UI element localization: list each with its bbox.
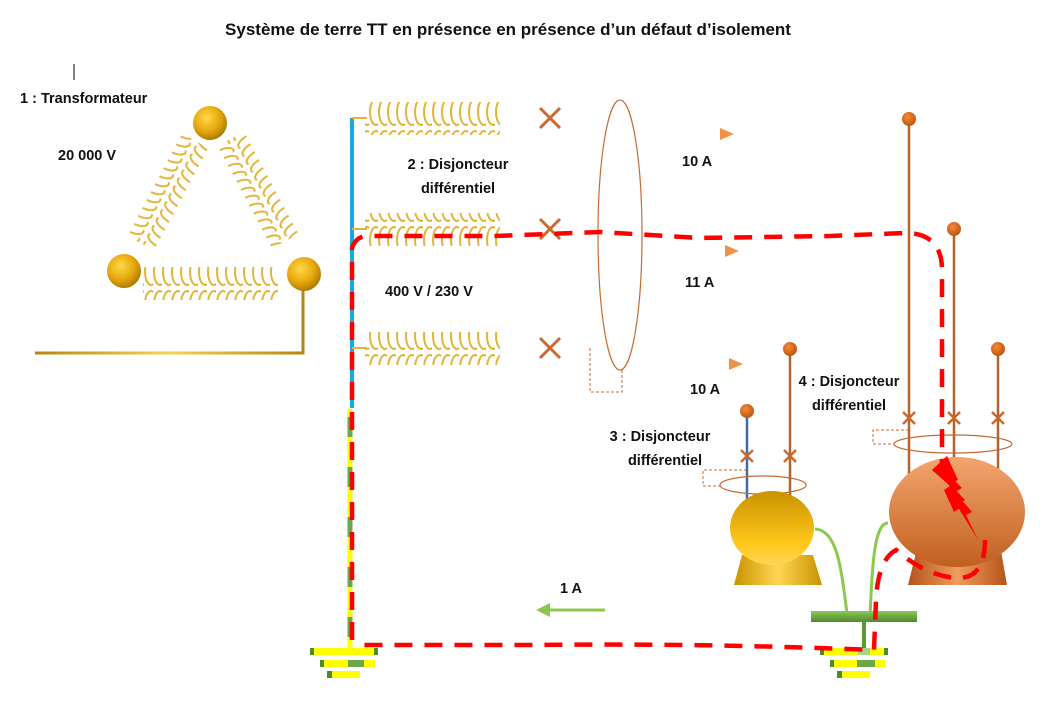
node-right — [287, 257, 321, 291]
rcd4-contacts — [902, 411, 1005, 425]
pe-wire-load-2 — [868, 521, 889, 621]
current-arrow-phase-2 — [667, 245, 739, 257]
earth-electrode-source — [310, 648, 378, 678]
coil-phase-3 — [365, 332, 500, 365]
coil-bottom — [143, 267, 278, 300]
contact-x-icon — [902, 411, 916, 425]
node-top — [193, 106, 227, 140]
earth-current-arrow — [536, 603, 605, 617]
rcd2-toroid — [597, 99, 643, 371]
insulation-fault-lightning-icon — [933, 458, 978, 540]
rcd3-label-line2: différentiel — [628, 453, 702, 469]
current-arrow-phase-3 — [671, 358, 743, 370]
hv-line-3 — [35, 275, 305, 355]
rcd3-contacts — [740, 449, 797, 463]
secondary-coils — [352, 102, 500, 365]
junction-node — [991, 342, 1005, 356]
rcd2-trip-link — [589, 348, 623, 393]
junction-node — [947, 222, 961, 236]
junction-node — [783, 342, 797, 356]
coil-right — [217, 131, 299, 249]
node-left — [107, 254, 141, 288]
contact-x-icon — [783, 449, 797, 463]
rcd2-label-line1: 2 : Disjoncteur — [408, 157, 509, 173]
hv-voltage-label: 20 000 V — [58, 148, 116, 164]
fault-current-path — [349, 229, 945, 640]
contact-x-icon — [947, 411, 961, 425]
current-phase-2: 11 A — [685, 275, 715, 291]
rcd4-label-line1: 4 : Disjoncteur — [799, 374, 900, 390]
rcd3-trip-link — [702, 469, 747, 487]
rcd3-label-line1: 3 : Disjoncteur — [610, 429, 711, 445]
contact-x-icon — [740, 449, 754, 463]
transformer-label: 1 : Transformateur — [20, 91, 148, 107]
contact-x-icon — [538, 336, 562, 360]
coil-phase-2 — [365, 213, 500, 246]
coil-phase-1 — [365, 102, 500, 135]
junction-node — [740, 404, 754, 418]
current-phase-3: 10 A — [690, 382, 721, 398]
lv-voltage-label: 400 V / 230 V — [385, 284, 473, 300]
coil-left — [127, 133, 209, 251]
earth-electrode-installation — [820, 648, 888, 678]
diagram-title: Système de terre TT en présence en prése… — [225, 20, 791, 39]
contact-x-icon — [991, 411, 1005, 425]
rcd4-label-line2: différentiel — [812, 398, 886, 414]
load2-taps — [907, 118, 1000, 488]
load-2-motor — [889, 457, 1025, 585]
current-earth-return: 1 A — [560, 581, 583, 597]
rcd4-trip-link — [872, 429, 909, 445]
current-phase-1: 10 A — [682, 154, 713, 170]
rcd3-toroid — [719, 475, 807, 495]
rcd2-label-line2: différentiel — [421, 181, 495, 197]
junction-node — [902, 112, 916, 126]
pe-wire-load-1 — [814, 527, 850, 621]
pe-bus-bar — [811, 611, 917, 622]
contact-x-icon — [538, 106, 562, 130]
load-1-motor — [730, 491, 822, 585]
fault-current-return-path — [360, 539, 988, 653]
hv-transformer — [30, 106, 321, 355]
current-arrow-phase-1 — [662, 128, 734, 140]
fault-bolt-shape — [932, 456, 982, 545]
